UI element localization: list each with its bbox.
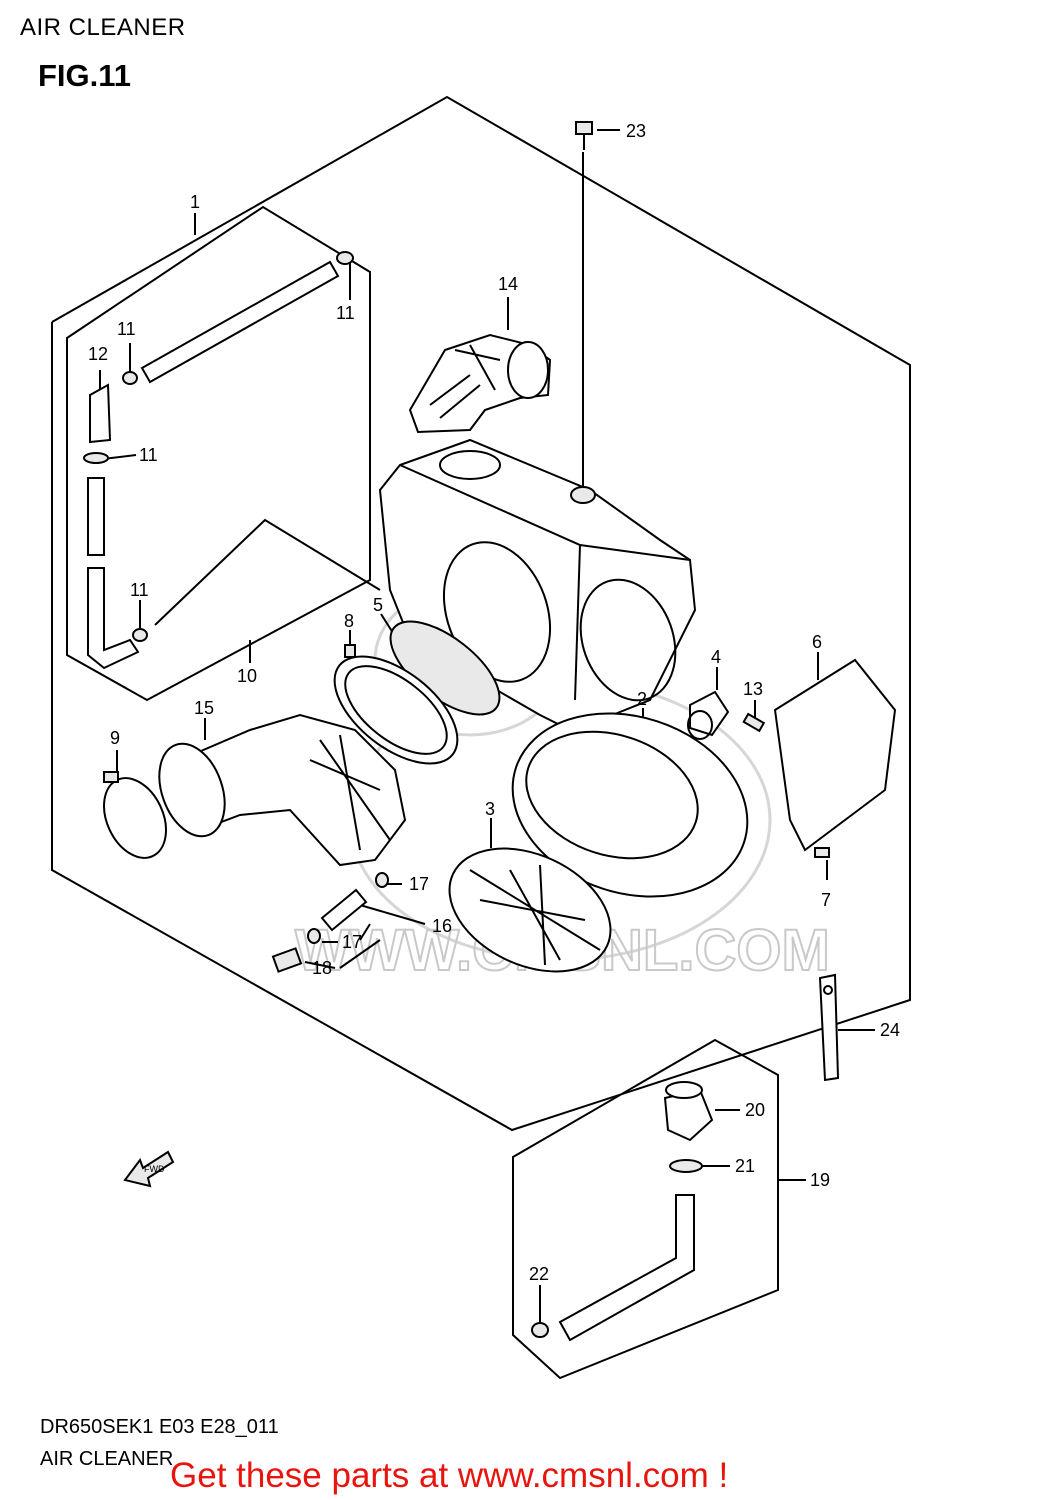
callout-11d: 11 (130, 580, 149, 600)
callout-16: 16 (432, 916, 452, 936)
part-15-intake-boot (158, 713, 407, 867)
callout-18: 18 (312, 958, 332, 978)
diagram-subtitle: AIR CLEANER (40, 1448, 174, 1470)
breather-hose-set (83, 251, 354, 670)
part-20-drain-plug (663, 1081, 714, 1142)
part-23-bolt (575, 121, 593, 150)
callout-3: 3 (485, 799, 495, 819)
part-14-air-duct (408, 333, 552, 434)
callout-7: 7 (821, 890, 831, 910)
callout-5: 5 (373, 595, 383, 615)
callout-2: 2 (637, 689, 647, 709)
figure-number: FIG.11 (38, 58, 132, 93)
breather-frame (66, 205, 371, 702)
part-18-plug (271, 947, 303, 973)
callout-20: 20 (745, 1100, 765, 1120)
callout-10: 10 (237, 666, 257, 686)
diagram-code: DR650SEK1 E03 E28_011 (40, 1416, 279, 1438)
callout-19: 19 (810, 1170, 830, 1190)
callout-1: 1 (190, 192, 200, 212)
part-16-hose (307, 872, 389, 944)
callout-13: 13 (743, 679, 763, 699)
part-2-filter-element (511, 712, 749, 898)
callout-24: 24 (880, 1020, 900, 1040)
part-8-gasket (333, 644, 459, 765)
part-21-clip (669, 1159, 703, 1173)
callout-12: 12 (88, 344, 108, 364)
fwd-label: FWD (144, 1164, 165, 1174)
callout-6: 6 (812, 632, 822, 652)
callout-8: 8 (344, 611, 354, 631)
callout-4: 4 (711, 647, 721, 667)
callout-22: 22 (529, 1264, 549, 1284)
part-4-holder (687, 690, 730, 740)
part-22-drain-hose (531, 1194, 695, 1342)
callout-21: 21 (735, 1156, 755, 1176)
part-6-cover (773, 658, 897, 852)
callout-14: 14 (498, 274, 518, 294)
callout-23: 23 (626, 121, 646, 141)
callout-labels: 1 2 3 4 5 6 7 8 9 10 11 11 11 11 12 13 1… (88, 121, 900, 1284)
callout-9: 9 (110, 728, 120, 748)
promo-link-text[interactable]: Get these parts at www.cmsnl.com ! (170, 1456, 729, 1495)
drain-frame (512, 1038, 779, 1380)
callout-11c: 11 (139, 445, 158, 465)
part-7-screw (814, 847, 830, 858)
callout-11a: 11 (336, 303, 355, 323)
part-13-screw (742, 712, 766, 733)
part-9-clamp (103, 771, 167, 859)
part-3-filter-cage (448, 847, 612, 973)
part-24-bracket (818, 973, 840, 1082)
callout-11b: 11 (117, 319, 136, 339)
page-header: AIR CLEANER (20, 14, 186, 41)
callout-17a: 17 (409, 874, 429, 894)
main-frame (51, 95, 911, 1132)
callout-15: 15 (194, 698, 214, 718)
callout-17b: 17 (342, 932, 362, 952)
forward-arrow-icon: FWD (123, 1150, 175, 1188)
